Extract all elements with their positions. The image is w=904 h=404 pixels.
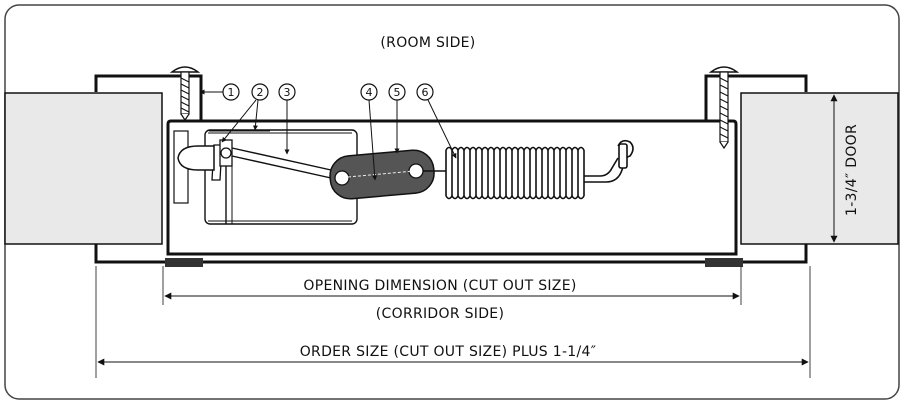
callout-6: 6 <box>416 83 457 159</box>
callout-3: 3 <box>278 83 296 155</box>
coil-spring <box>423 146 627 200</box>
svg-text:3: 3 <box>284 86 291 99</box>
screw-right <box>708 66 740 150</box>
link-plate <box>329 149 435 200</box>
door-panel-right <box>740 92 899 245</box>
door-thickness-label: 1-3/4″ DOOR <box>844 124 860 216</box>
latch-bolt <box>177 130 270 224</box>
spring-hook <box>617 139 634 169</box>
callout-2: 2 <box>221 83 269 143</box>
door-panel-left <box>4 92 163 245</box>
opening-dimension-label: OPENING DIMENSION (CUT OUT SIZE) <box>303 278 576 294</box>
frame-foot-right <box>705 258 743 267</box>
screw-left <box>169 66 201 122</box>
svg-text:4: 4 <box>366 86 373 99</box>
callout-group: 1 2 3 4 5 6 <box>199 83 457 181</box>
callout-1: 1 <box>199 83 240 101</box>
corridor-side-label: (CORRIDOR SIDE) <box>376 306 504 322</box>
callout-4: 4 <box>360 83 378 181</box>
room-side-label: (ROOM SIDE) <box>380 35 475 51</box>
frame-foot-left <box>165 258 203 267</box>
connecting-rod <box>231 147 341 181</box>
callout-5: 5 <box>388 83 406 154</box>
order-size-label: ORDER SIZE (CUT OUT SIZE) PLUS 1-1/4″ <box>300 344 597 360</box>
svg-text:6: 6 <box>422 86 429 99</box>
svg-text:1: 1 <box>228 86 235 99</box>
svg-text:2: 2 <box>257 86 264 99</box>
svg-text:5: 5 <box>394 86 401 99</box>
dimension-lines <box>95 92 840 378</box>
